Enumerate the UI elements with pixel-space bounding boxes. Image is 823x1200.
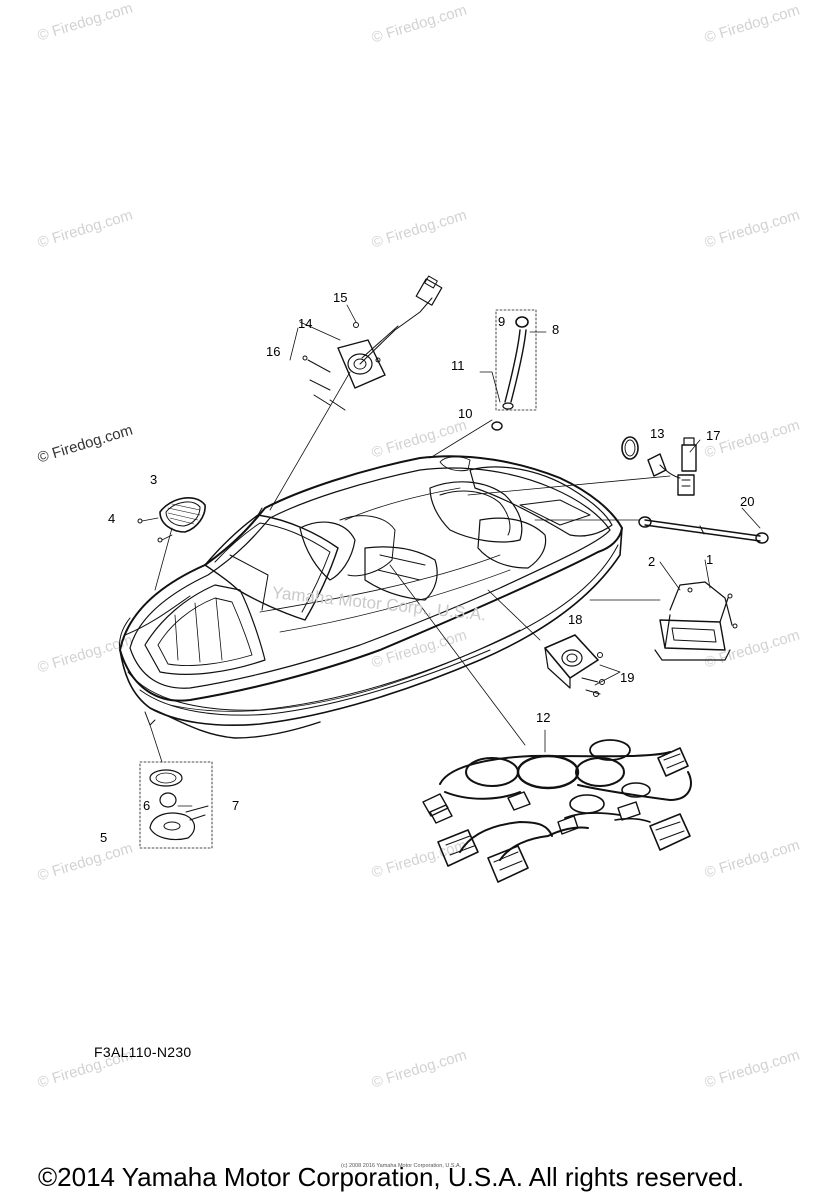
part-3-speaker [137, 497, 206, 543]
callout-5: 5 [100, 830, 107, 845]
callout-4: 4 [108, 511, 115, 526]
callout-3: 3 [150, 472, 157, 487]
diagram-code: F3AL110-N230 [94, 1044, 192, 1060]
callout-18: 18 [568, 612, 582, 627]
hull [119, 455, 623, 739]
part-14-plate [302, 275, 443, 411]
small-copyright: (c) 2008 2016 Yamaha Motor Corporation, … [341, 1163, 462, 1169]
callout-17: 17 [706, 428, 720, 443]
callout-1: 1 [706, 552, 713, 567]
callout-14: 14 [298, 316, 312, 331]
part-1-bracket [654, 581, 738, 661]
callout-9: 9 [498, 314, 505, 329]
callout-20: 20 [740, 494, 754, 509]
callout-19: 19 [620, 670, 634, 685]
copyright-footer: ©2014 Yamaha Motor Corporation, U.S.A. A… [38, 1162, 745, 1192]
callout-10: 10 [458, 406, 472, 421]
callout-2: 2 [648, 554, 655, 569]
callout-6: 6 [143, 798, 150, 813]
callout-16: 16 [266, 344, 280, 359]
part-5-drainkit [139, 761, 213, 849]
part-20-rod [638, 516, 769, 544]
callout-11: 11 [451, 358, 465, 373]
leader-lines [149, 304, 761, 763]
callout-15: 15 [333, 290, 347, 305]
callout-12: 12 [536, 710, 550, 725]
part-17-sensor [621, 436, 697, 496]
part-8-hose [491, 309, 537, 431]
callout-labels: 1 2 3 4 5 6 7 8 9 10 11 12 13 14 15 16 1… [100, 290, 754, 845]
part-12-harness [422, 739, 692, 883]
part-18-box [544, 634, 605, 697]
callout-7: 7 [232, 798, 239, 813]
callout-13: 13 [650, 426, 664, 441]
callout-8: 8 [552, 322, 559, 337]
